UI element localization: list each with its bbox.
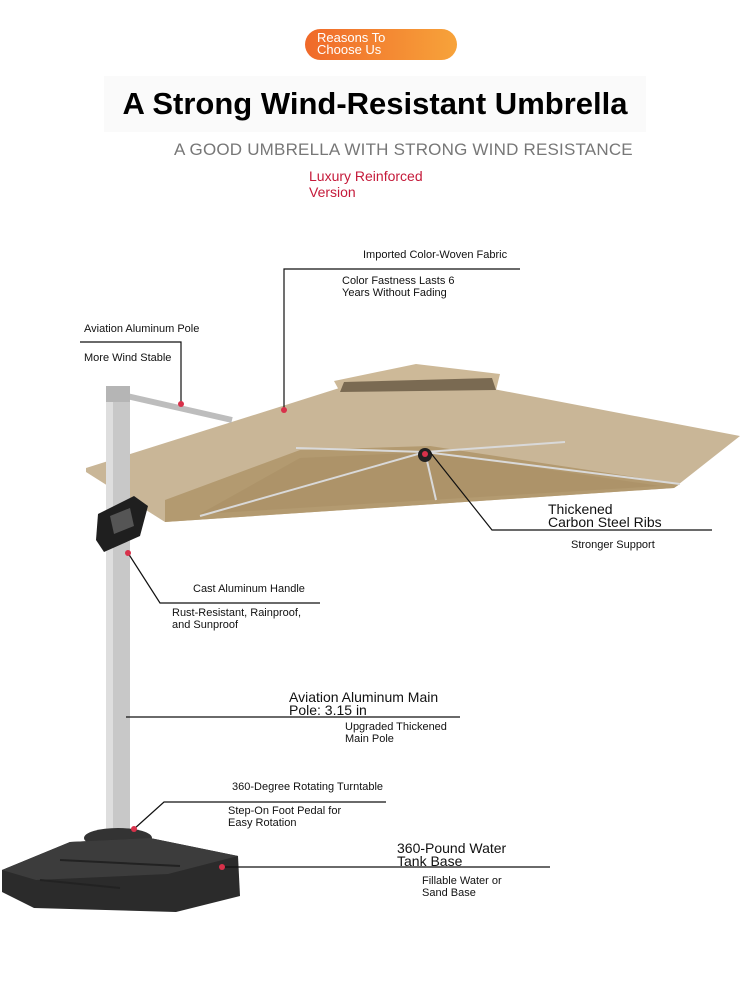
pole-callout-detail: More Wind Stable (84, 352, 172, 364)
turntable-callout-detail: Step-On Foot Pedal for Easy Rotation (228, 805, 342, 829)
main-pole-callout-title: Aviation Aluminum Main Pole: 3.15 in (289, 689, 439, 718)
page-subtitle: A GOOD UMBRELLA WITH STRONG WIND RESISTA… (174, 140, 633, 159)
callout-markers (125, 401, 428, 870)
fabric-callout-title: Imported Color-Woven Fabric (363, 249, 508, 261)
handle-callout-title: Cast Aluminum Handle (193, 583, 305, 595)
version-label: Luxury Reinforced Version (309, 168, 423, 200)
handle-callout-detail: Rust-Resistant, Rainproof, and Sunproof (172, 607, 301, 631)
reasons-badge: Reasons To Choose Us (305, 29, 457, 60)
turntable-callout-title: 360-Degree Rotating Turntable (232, 781, 384, 793)
main-pole-callout-detail: Upgraded Thickened Main Pole (345, 721, 447, 745)
callout-lines (80, 268, 712, 868)
base-callout-detail: Fillable Water or Sand Base (422, 875, 502, 899)
carbon-steel-ribs (199, 441, 681, 517)
base-callout-title: 360-Pound Water Tank Base (397, 840, 507, 869)
pole-callout-title: Aviation Aluminum Pole (84, 323, 200, 335)
ribs-callout-detail: Stronger Support (571, 539, 655, 551)
ribs-callout-title: Thickened Carbon Steel Ribs (548, 501, 662, 530)
page-title: A Strong Wind-Resistant Umbrella (104, 76, 646, 132)
aviation-aluminum-arm (117, 391, 233, 423)
fabric-callout-detail: Color Fastness Lasts 6 Years Without Fad… (342, 275, 455, 299)
